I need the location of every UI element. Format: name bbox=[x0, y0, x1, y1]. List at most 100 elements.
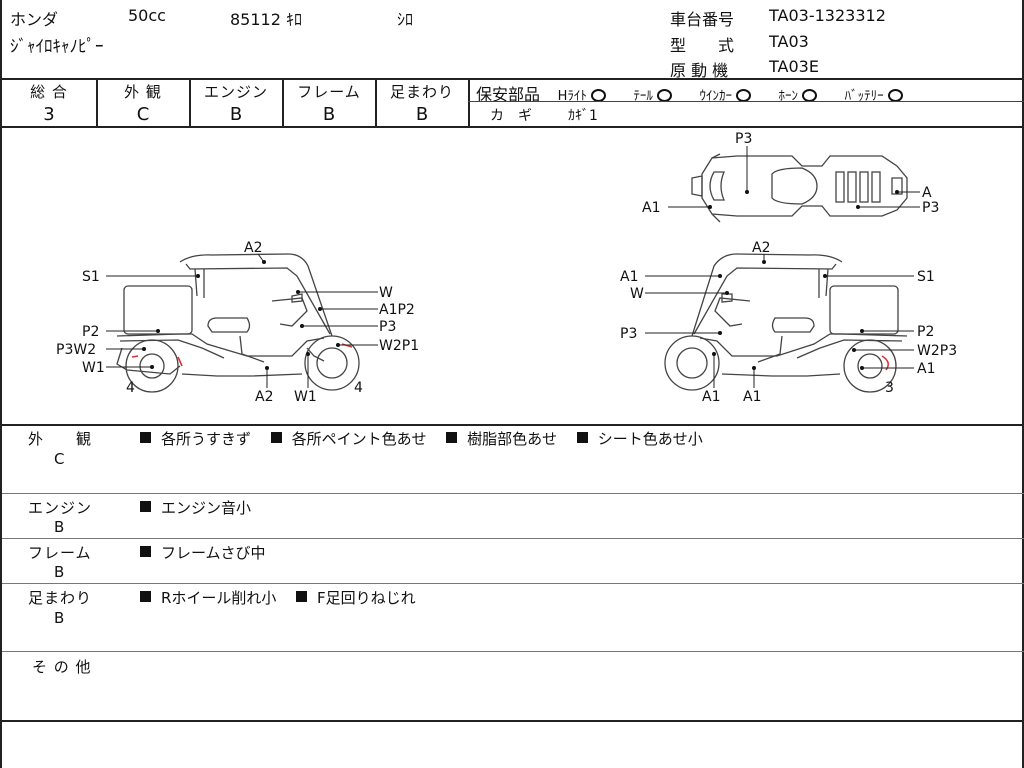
type-value: TA03 bbox=[769, 32, 809, 51]
grade-label: 足まわり bbox=[389, 83, 454, 101]
mileage: 85112 ｷﾛ bbox=[230, 10, 302, 29]
section-notes: エンジン音小 bbox=[140, 497, 251, 518]
note: 各所ペイント色あせ bbox=[291, 430, 427, 448]
section-title: エンジン bbox=[28, 499, 93, 517]
key-value: ｶｷﾞ1 bbox=[568, 108, 598, 124]
divider bbox=[2, 126, 1024, 128]
grade-label: エンジン bbox=[203, 83, 268, 101]
safety-battery: ﾊﾞｯﾃﾘｰ bbox=[844, 89, 884, 104]
grade-label: 外 観 bbox=[124, 83, 162, 101]
grade-label: 総 合 bbox=[30, 83, 68, 101]
diagram-label: A2 bbox=[255, 389, 273, 405]
scooter-left-view bbox=[116, 253, 360, 393]
diagram-label: P3 bbox=[379, 319, 396, 335]
grade-value: B bbox=[322, 104, 336, 125]
diagram-label: P3 bbox=[620, 326, 637, 342]
diagram-label: 3 bbox=[885, 380, 894, 396]
diagram-label: P3W2 bbox=[56, 342, 96, 358]
diagram-label: A2 bbox=[752, 240, 770, 256]
engine-value: TA03E bbox=[769, 57, 819, 76]
diagram-label: A bbox=[922, 185, 932, 201]
diagram-label: W bbox=[630, 286, 644, 302]
note: Rホイール削れ小 bbox=[161, 589, 277, 607]
maker: ホンダ bbox=[10, 10, 59, 29]
engine-label: 原 動 機 bbox=[670, 61, 729, 80]
bullet-icon bbox=[140, 546, 151, 557]
safety-title: 保安部品 bbox=[476, 85, 541, 104]
divider bbox=[96, 78, 98, 126]
diagram-label: W1 bbox=[82, 360, 105, 376]
diagram-label: 4 bbox=[126, 380, 135, 396]
diagram-label: W2P3 bbox=[917, 343, 957, 359]
note: エンジン音小 bbox=[161, 499, 252, 517]
section-notes: 各所うすきず 各所ペイント色あせ 樹脂部色あせ シート色あせ小 bbox=[140, 428, 703, 449]
section-grade: B bbox=[54, 518, 65, 536]
safety-horn: ﾎｰﾝ bbox=[778, 89, 799, 104]
diagram-label: A1 bbox=[702, 389, 720, 405]
divider bbox=[468, 101, 1024, 102]
grade-value: 3 bbox=[43, 104, 55, 125]
bullet-icon bbox=[140, 501, 151, 512]
note: フレームさび中 bbox=[161, 544, 266, 562]
safety-headlight: Hﾗｲﾄ bbox=[557, 89, 587, 104]
damage-diagram: A2 S1 W A1P2 P3 P2 P3W2 W2P1 W1 4 A2 W1 … bbox=[56, 131, 957, 405]
note: F足回りねじれ bbox=[317, 589, 416, 607]
diagram-label: A1 bbox=[917, 361, 935, 377]
bullet-icon bbox=[140, 432, 151, 443]
bullet-icon bbox=[296, 591, 307, 602]
divider bbox=[2, 583, 1024, 584]
section-title: 足まわり bbox=[28, 589, 93, 607]
divider bbox=[2, 538, 1024, 539]
grade-overall: 総 合 3 bbox=[2, 80, 96, 126]
leader-lines bbox=[106, 146, 920, 388]
section-grade: B bbox=[54, 563, 65, 581]
diagram-label: S1 bbox=[82, 269, 100, 285]
scooter-right-view bbox=[664, 253, 908, 393]
diagram-label: A1 bbox=[743, 389, 761, 405]
safety-winker: ｳｲﾝｶｰ bbox=[699, 89, 732, 104]
section-notes: Rホイール削れ小 F足回りねじれ bbox=[140, 587, 416, 608]
grade-label: フレーム bbox=[297, 83, 361, 101]
section-title: 外 観 bbox=[28, 430, 93, 448]
diagram-label: P2 bbox=[82, 324, 99, 340]
grade-engine: エンジン B bbox=[189, 80, 283, 126]
note: 各所うすきず bbox=[161, 430, 252, 448]
color: ｼﾛ bbox=[397, 10, 414, 29]
divider bbox=[2, 720, 1024, 722]
displacement: 50cc bbox=[128, 6, 166, 25]
bullet-icon bbox=[270, 432, 282, 443]
diagram-label: W bbox=[379, 285, 393, 301]
bullet-icon bbox=[576, 432, 588, 443]
grade-value: B bbox=[229, 104, 243, 125]
damage-marks bbox=[131, 343, 890, 371]
section-grade: C bbox=[54, 450, 65, 468]
grade-exterior: 外 観 C bbox=[96, 80, 190, 126]
type-label: 型 式 bbox=[670, 36, 735, 55]
section-title: フレーム bbox=[28, 544, 92, 562]
key-label: カ ギ bbox=[490, 108, 532, 124]
diagram-label: 4 bbox=[354, 380, 363, 396]
divider bbox=[189, 78, 191, 126]
section-title: そ の 他 bbox=[32, 658, 92, 676]
grade-frame: フレーム B bbox=[282, 80, 376, 126]
divider bbox=[2, 493, 1024, 494]
safety-tail: ﾃｰﾙ bbox=[633, 89, 653, 104]
chassis-label: 車台番号 bbox=[670, 10, 735, 29]
bullet-icon bbox=[140, 591, 151, 602]
leader-dots bbox=[142, 190, 899, 370]
divider bbox=[2, 78, 1024, 80]
diagram-label: A1P2 bbox=[379, 302, 415, 318]
chassis-value: TA03-1323312 bbox=[769, 6, 886, 25]
section-notes: フレームさび中 bbox=[140, 542, 266, 563]
diagram-label: W2P1 bbox=[379, 338, 419, 354]
scooter-top-view bbox=[691, 153, 908, 223]
divider bbox=[2, 424, 1024, 426]
divider bbox=[282, 78, 284, 126]
divider bbox=[375, 78, 377, 126]
note: 樹脂部色あせ bbox=[467, 430, 558, 448]
bullet-icon bbox=[446, 432, 458, 443]
diagram-label: P3 bbox=[922, 200, 939, 216]
diagram-label: A2 bbox=[244, 240, 262, 256]
section-grade: B bbox=[54, 609, 65, 627]
